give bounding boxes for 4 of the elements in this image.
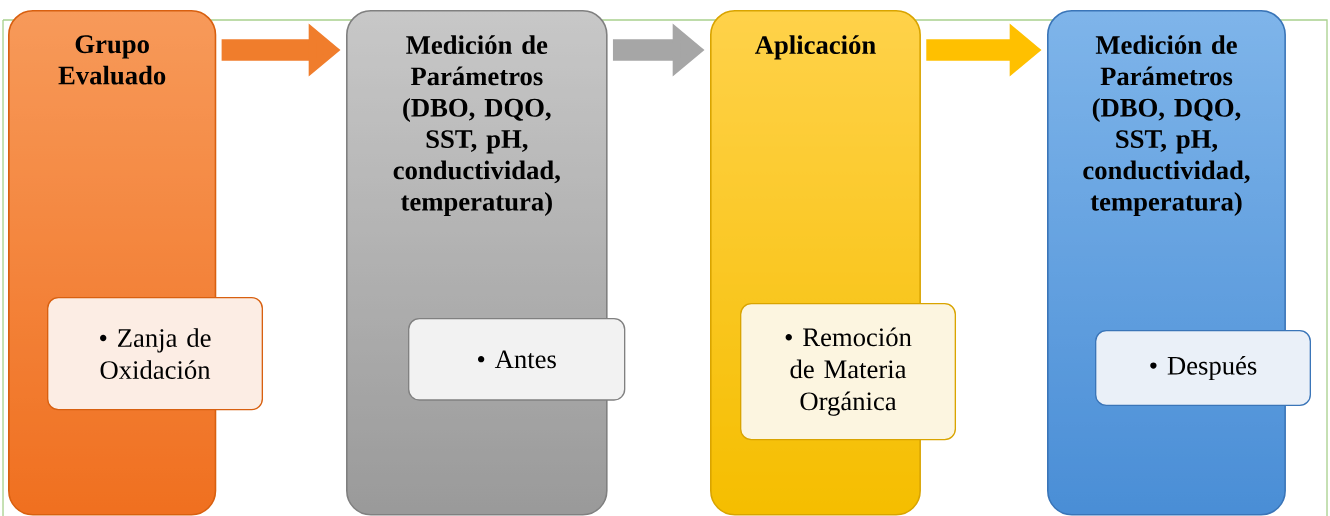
text-box: • Después [1095, 330, 1311, 406]
text-box: • Zanja de Oxidación [47, 297, 263, 411]
text-box: • Remoción de Materia Orgánica [740, 303, 956, 441]
text-box: • Antes [408, 318, 626, 401]
